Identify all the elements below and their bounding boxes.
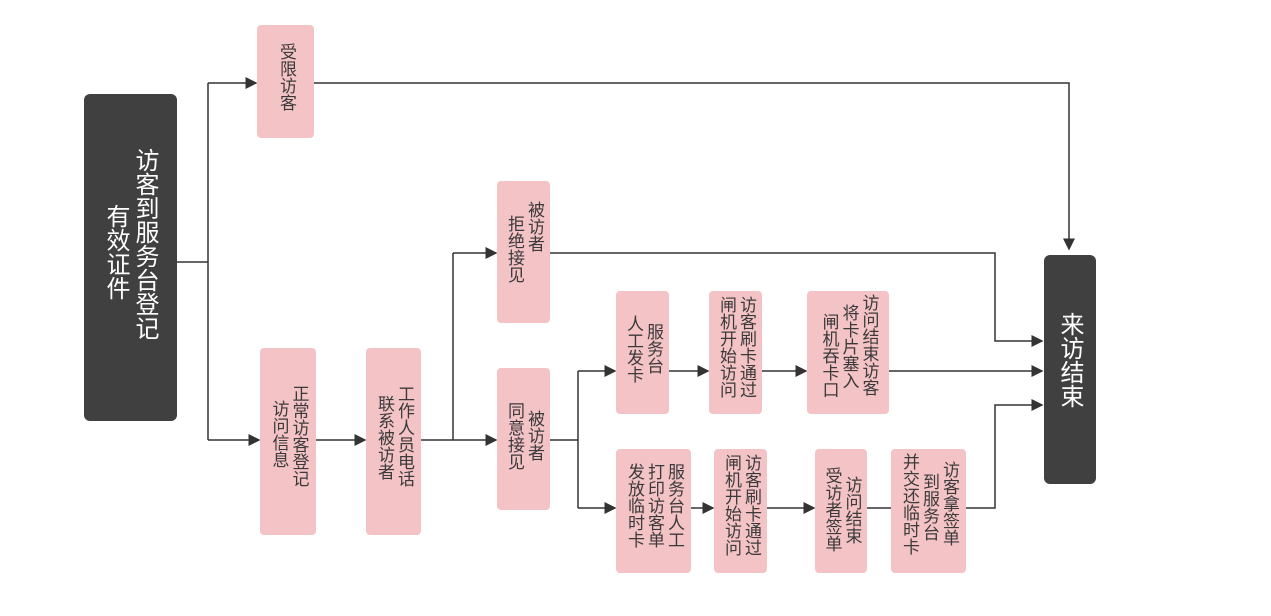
print-slip-node: 服务台人工 打印访客单 发放临时卡	[616, 449, 691, 573]
box-text: 访客拿签单	[939, 461, 959, 546]
line-start-branch	[177, 83, 209, 440]
staff-call-node: 工作人员电话 联系被访者	[366, 348, 421, 535]
box-text: 服务台人工	[664, 463, 684, 548]
box-text: 访问信息	[268, 400, 289, 468]
box-text: 受访者签单	[821, 467, 842, 552]
manual-card-node: 服务台 人工发卡	[616, 291, 669, 414]
swipe-card-node-2: 访客刷卡通过 闸机开始访问	[714, 449, 767, 573]
box-text: 访客到服务台登记	[131, 148, 159, 340]
box-text: 访客刷卡通过	[736, 296, 756, 398]
restricted-visitor-node: 受限访客	[257, 25, 314, 138]
box-text: 打印访客单	[644, 463, 664, 548]
start-node-register: 访客到服务台登记 有效证件	[84, 94, 177, 421]
box-text: 闸机吞卡口	[818, 313, 839, 398]
insert-card-node: 访问结束访客 将卡片塞入 闸机吞卡口	[807, 291, 889, 414]
box-text: 将卡片塞入	[838, 304, 859, 389]
sign-slip-node: 访问结束 受访者签单	[815, 449, 867, 573]
box-text: 拒绝接见	[504, 215, 524, 283]
box-text: 正常访客登记	[288, 385, 309, 487]
box-text: 受限访客	[276, 43, 296, 111]
box-text: 闸机开始访问	[716, 296, 736, 398]
swipe-card-node-1: 访客刷卡通过 闸机开始访问	[709, 291, 762, 414]
box-text: 访问结束	[841, 476, 862, 544]
box-text: 来访结束	[1056, 312, 1084, 408]
box-text: 有效证件	[102, 204, 130, 300]
arrow-return-to-end	[966, 399, 1044, 509]
box-text: 工作人员电话	[394, 385, 414, 487]
arrow-refuse-to-end	[550, 252, 1044, 347]
box-text: 被访者	[524, 410, 544, 461]
line-agree-branch	[550, 371, 579, 508]
box-text: 被访者	[524, 201, 544, 252]
line-staff-branch	[421, 253, 454, 441]
normal-visitor-node: 正常访客登记 访问信息	[260, 348, 316, 535]
box-text: 联系被访者	[374, 395, 394, 480]
agree-node: 被访者 同意接见	[497, 368, 550, 510]
box-text: 发放临时卡	[624, 463, 644, 548]
box-text: 服务台	[643, 323, 663, 374]
box-text: 同意接见	[504, 402, 524, 470]
box-text: 闸机开始访问	[721, 454, 741, 556]
arrow-restricted-to-end	[314, 82, 1075, 251]
box-text: 访客刷卡通过	[741, 454, 761, 556]
box-text: 到服务台	[919, 473, 939, 541]
box-text: 访问结束访客	[858, 294, 879, 396]
box-text: 人工发卡	[623, 315, 643, 383]
box-text: 并交还临时卡	[899, 453, 919, 555]
return-card-node: 访客拿签单 到服务台 并交还临时卡	[891, 449, 966, 573]
refuse-node: 被访者 拒绝接见	[497, 181, 550, 323]
end-node: 来访结束	[1044, 255, 1096, 484]
